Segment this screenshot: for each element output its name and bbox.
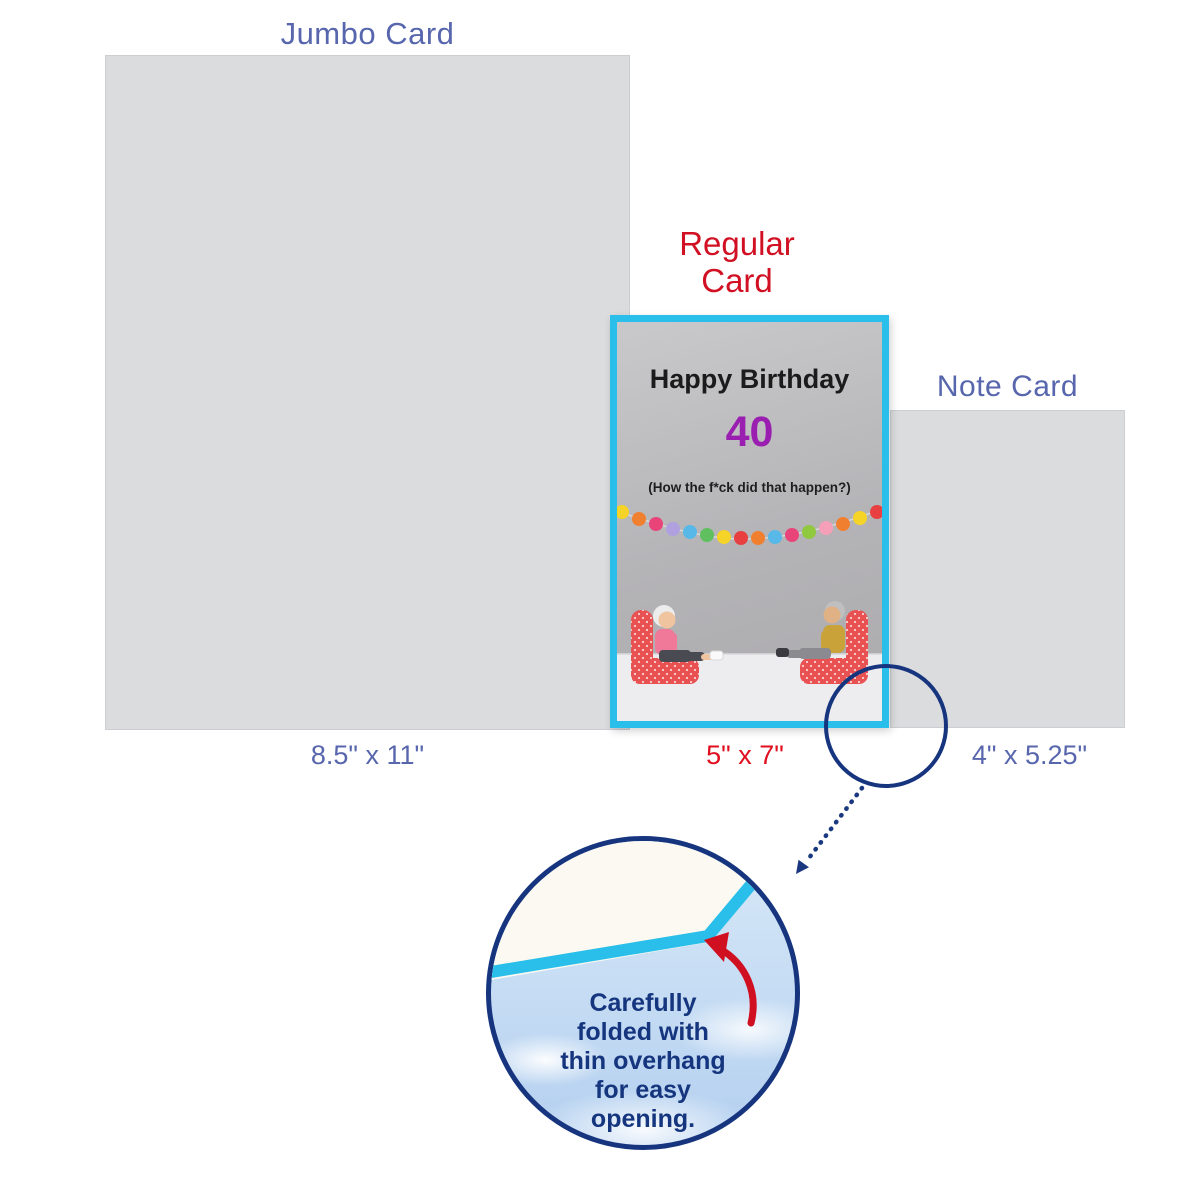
card-photo: Happy Birthday 40 (How the f*ck did that… (617, 322, 882, 721)
card-subtitle: (How the f*ck did that happen?) (648, 480, 851, 495)
regular-card-size: 5" x 7" (706, 740, 784, 770)
jumbo-card-label: Jumbo Card (280, 16, 455, 51)
dotted-arrow-icon (796, 785, 865, 874)
jumbo-card-rect (105, 55, 630, 730)
card-title: Happy Birthday (649, 364, 850, 394)
corner-highlight-circle (824, 664, 948, 788)
caption-line: Carefully (589, 989, 697, 1017)
caption-line: opening. (590, 1105, 696, 1133)
magnifier-caption: Carefully folded with thin overhang for … (491, 989, 795, 1134)
caption-line: folded with (577, 1018, 709, 1046)
note-card-rect (890, 410, 1125, 728)
pom-pom-garland-icon (617, 505, 882, 545)
caption-line: thin overhang (560, 1047, 726, 1075)
regular-card-image: Happy Birthday 40 (How the f*ck did that… (610, 315, 889, 728)
card-corner-zoom-icon (491, 841, 795, 1027)
note-card-size: 4" x 5.25" (971, 740, 1088, 770)
card-number: 40 (725, 408, 774, 456)
caption-line: for easy (595, 1076, 691, 1104)
magnifier-circle: Carefully folded with thin overhang for … (486, 836, 800, 1150)
regular-card-label: Regular Card (679, 225, 795, 299)
jumbo-card-size: 8.5" x 11" (310, 740, 425, 770)
note-card-label: Note Card (936, 370, 1079, 403)
